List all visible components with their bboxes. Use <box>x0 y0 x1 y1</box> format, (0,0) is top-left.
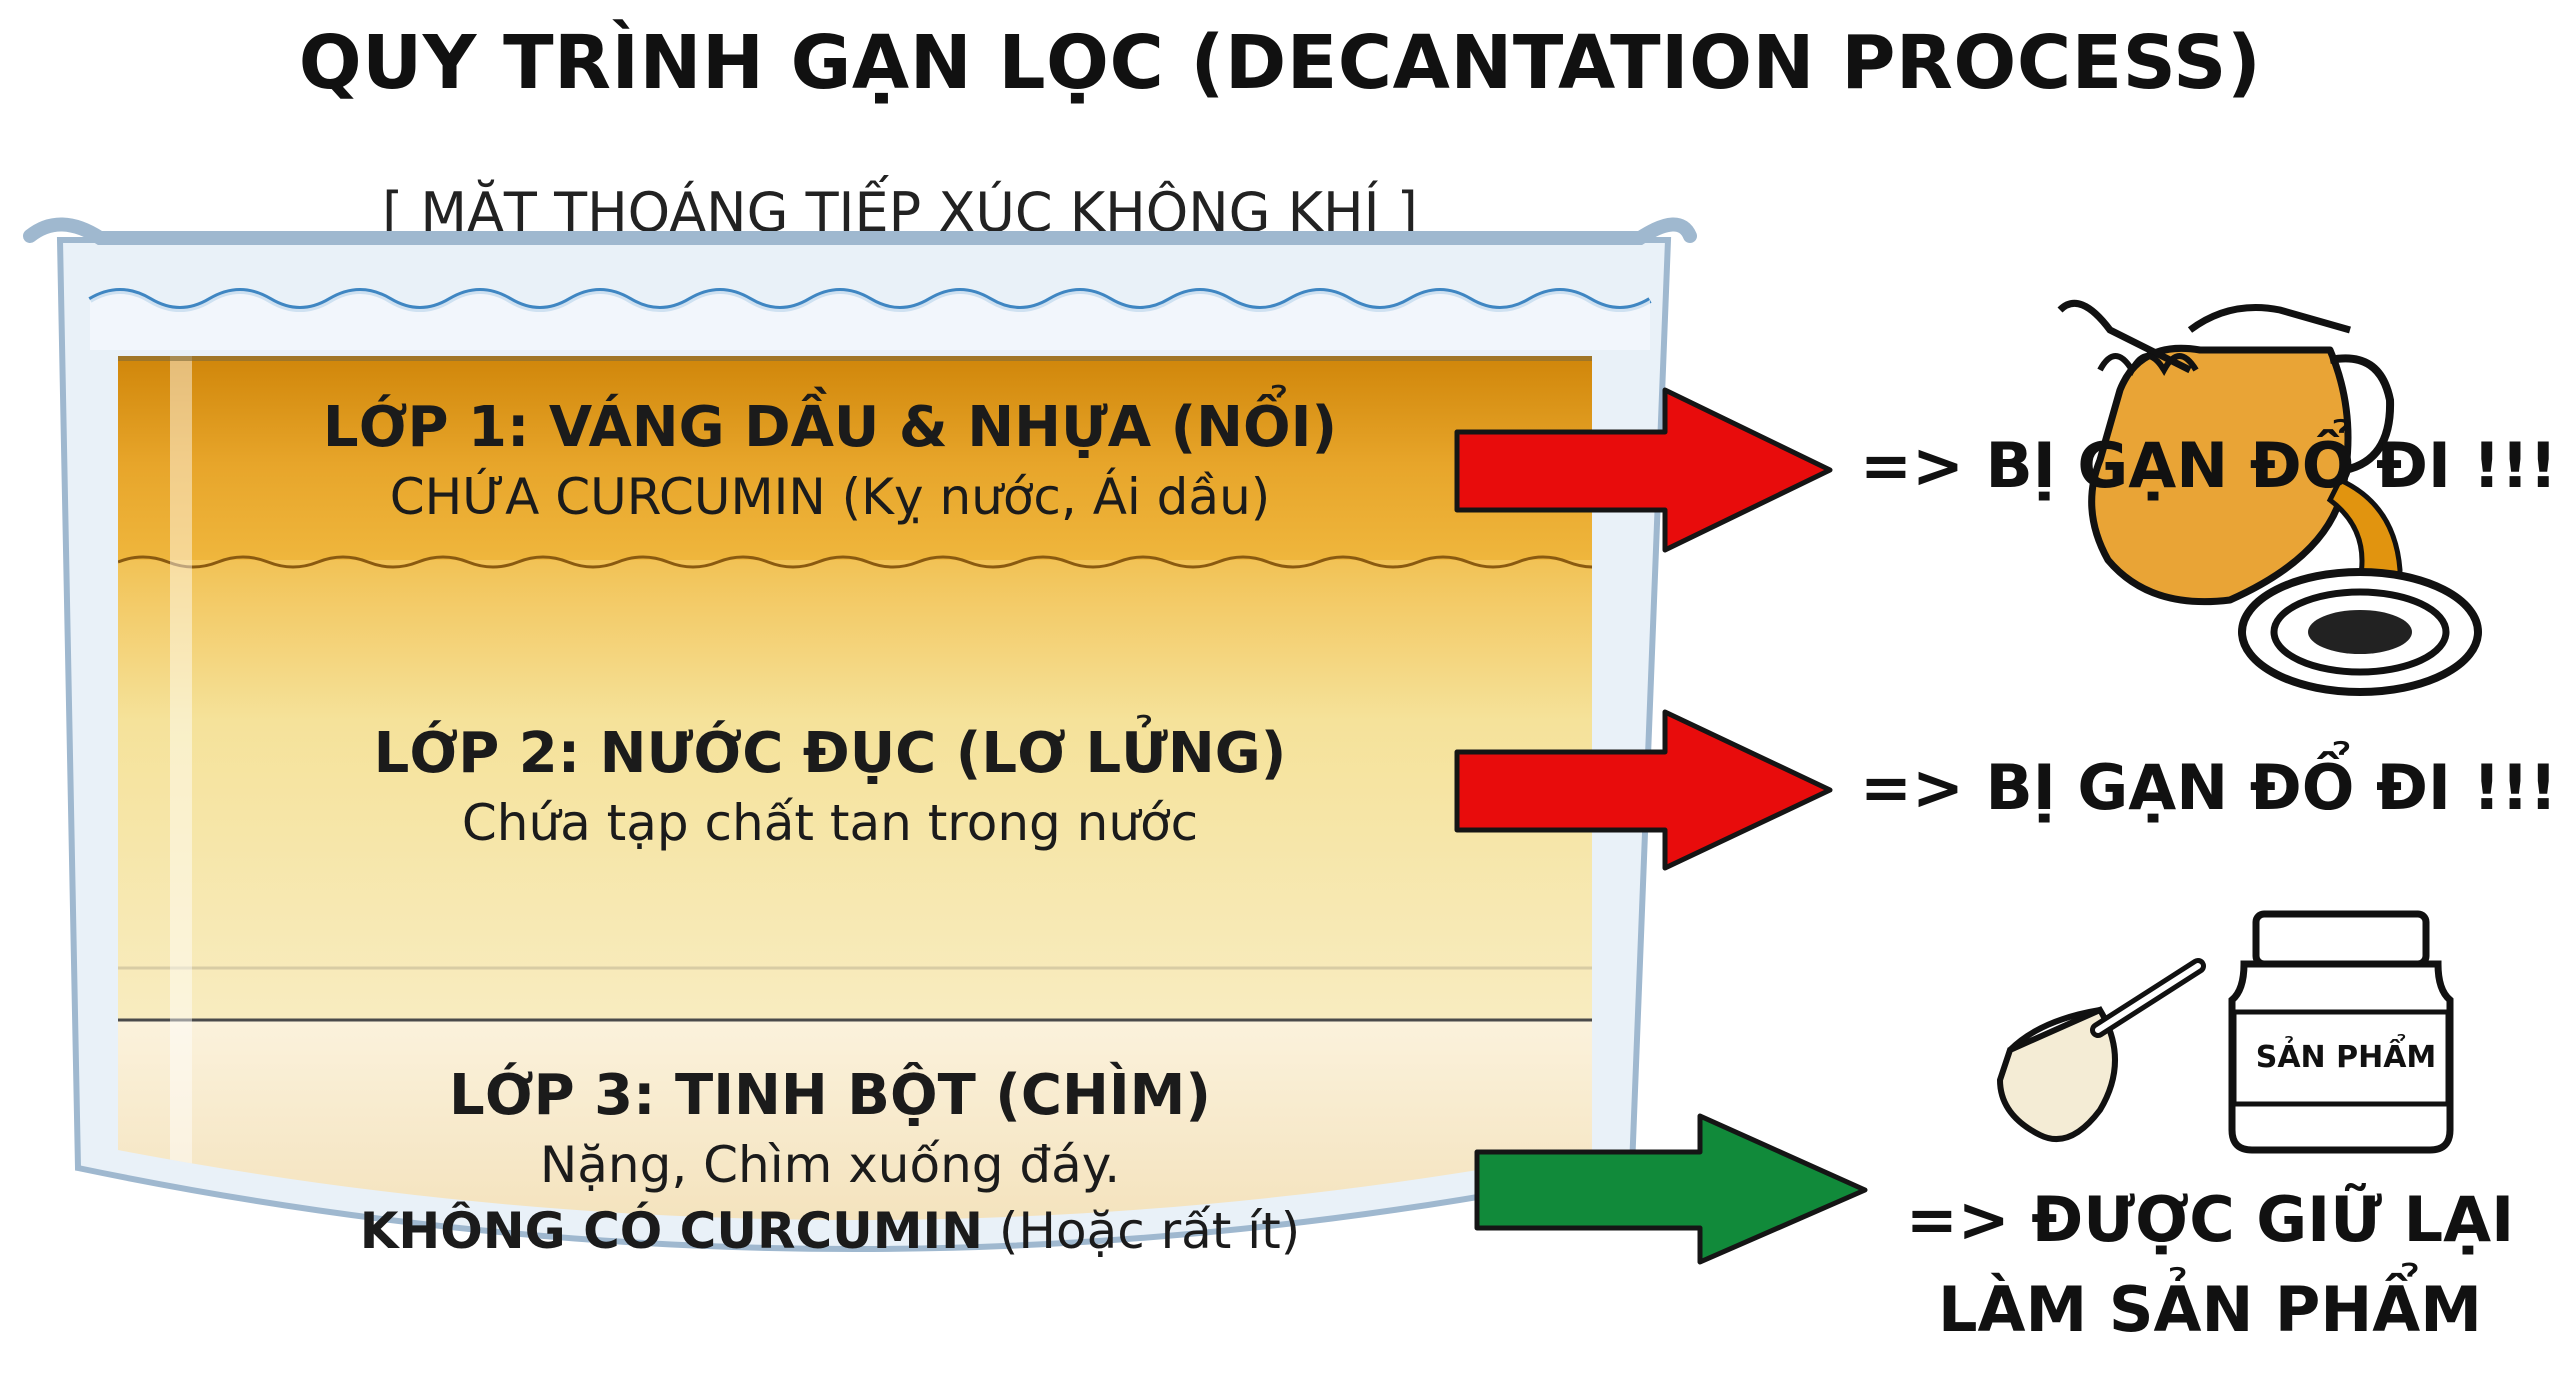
layer-3-text: LỚP 3: TINH BỘT (CHÌM) Nặng, Chìm xuống … <box>120 1060 1540 1264</box>
outcome-layer-3-line1: => ĐƯỢC GIỮ LẠI <box>1905 1183 2515 1256</box>
oil-boundary-wave <box>118 555 1592 569</box>
jar-label: SẢN PHẨM <box>2255 1039 2437 1075</box>
layer-3-note: KHÔNG CÓ CURCUMIN (Hoặc rất ít) <box>120 1198 1540 1264</box>
layer-2-subtitle: Chứa tạp chất tan trong nước <box>461 794 1199 852</box>
layer-1-subtitle: CHỨA CURCUMIN (Kỵ nước, Ái dầu) <box>389 468 1271 526</box>
starch-layer <box>118 1020 1592 1220</box>
scoop-icon <box>1996 958 2206 1142</box>
oil-layer <box>118 356 1592 571</box>
layer-1-text: LỚP 1: VÁNG DẦU & NHỰA (NỔI) CHỨA CURCUM… <box>120 392 1540 530</box>
layer-2-title: LỚP 2: NƯỚC ĐỤC (LƠ LỬNG) <box>373 721 1287 786</box>
product-jar-icon <box>2228 910 2454 1154</box>
outcome-layer-3-line2: LÀM SẢN PHẨM <box>1938 1273 2482 1346</box>
layer-3-note-bold: KHÔNG CÓ CURCUMIN <box>359 1202 983 1260</box>
diagram-title: QUY TRÌNH GẠN LỌC (DECANTATION PROCESS) <box>298 20 2262 106</box>
arrow-layer-1 <box>1454 387 1833 553</box>
layer-2-text: LỚP 2: NƯỚC ĐỤC (LƠ LỬNG) Chứa tạp chất … <box>120 718 1540 856</box>
layer-3-title: LỚP 3: TINH BỘT (CHÌM) <box>449 1063 1211 1128</box>
arrow-layer-2 <box>1454 709 1833 871</box>
arrow-layer-3 <box>1474 1113 1868 1265</box>
outcome-layer-2: => BỊ GẠN ĐỔ ĐI !!! <box>1860 751 2558 824</box>
water-layer <box>118 560 1592 1020</box>
layer-3-subtitle: Nặng, Chìm xuống đáy. <box>539 1136 1121 1194</box>
layer-3-note-rest: (Hoặc rất ít) <box>982 1202 1301 1260</box>
drain-icon <box>2238 568 2482 696</box>
outcome-layer-1: => BỊ GẠN ĐỔ ĐI !!! <box>1860 429 2558 502</box>
layer-1-title: LỚP 1: VÁNG DẦU & NHỰA (NỔI) <box>322 395 1338 460</box>
